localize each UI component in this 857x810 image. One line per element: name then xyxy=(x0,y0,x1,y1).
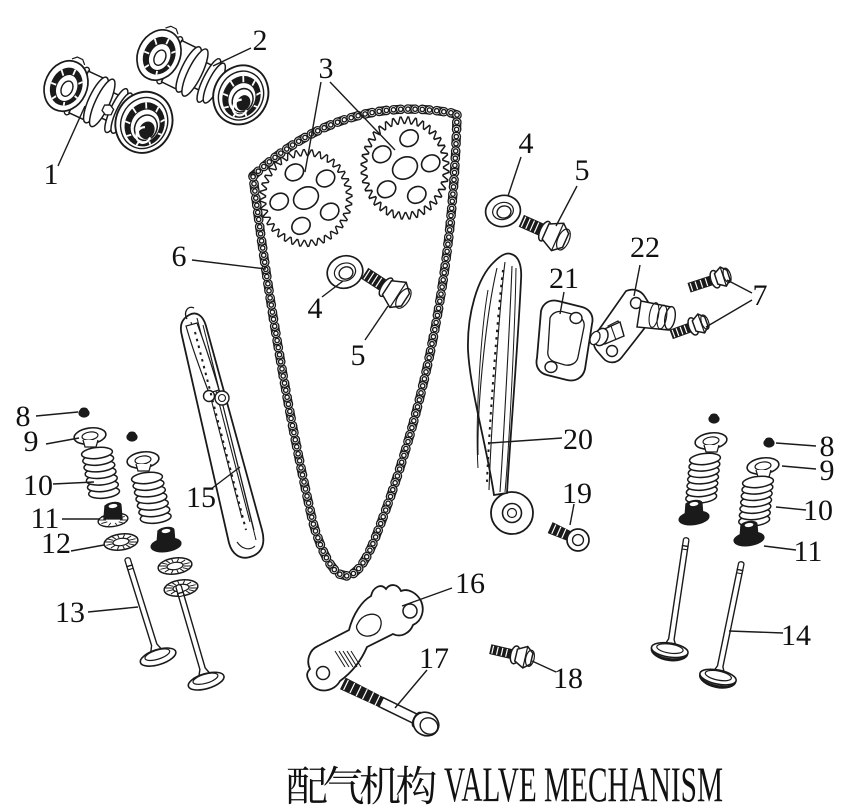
svg-text:10: 10 xyxy=(23,469,53,502)
svg-text:11: 11 xyxy=(31,502,60,535)
svg-text:11: 11 xyxy=(794,535,823,568)
svg-text:8: 8 xyxy=(820,430,835,463)
svg-text:3: 3 xyxy=(319,52,334,85)
svg-text:21: 21 xyxy=(549,262,579,295)
svg-text:4: 4 xyxy=(308,292,323,325)
svg-text:17: 17 xyxy=(419,642,449,675)
svg-text:20: 20 xyxy=(563,423,593,456)
svg-text:16: 16 xyxy=(455,567,485,600)
svg-text:8: 8 xyxy=(16,400,31,433)
svg-text:VALVE MECHANISM: VALVE MECHANISM xyxy=(444,756,723,810)
svg-text:7: 7 xyxy=(753,279,768,312)
svg-text:15: 15 xyxy=(186,481,216,514)
svg-text:5: 5 xyxy=(351,339,366,372)
svg-text:22: 22 xyxy=(630,231,660,264)
svg-text:13: 13 xyxy=(55,596,85,629)
svg-text:18: 18 xyxy=(553,662,583,695)
svg-text:9: 9 xyxy=(24,425,39,458)
svg-text:19: 19 xyxy=(562,477,592,510)
svg-text:9: 9 xyxy=(820,454,835,487)
svg-text:5: 5 xyxy=(575,154,590,187)
svg-text:2: 2 xyxy=(253,24,268,57)
svg-text:1: 1 xyxy=(44,158,59,191)
svg-text:14: 14 xyxy=(781,619,811,652)
svg-text:6: 6 xyxy=(172,240,187,273)
svg-text:12: 12 xyxy=(41,527,71,560)
svg-text:4: 4 xyxy=(519,127,534,160)
svg-text:10: 10 xyxy=(803,494,833,527)
